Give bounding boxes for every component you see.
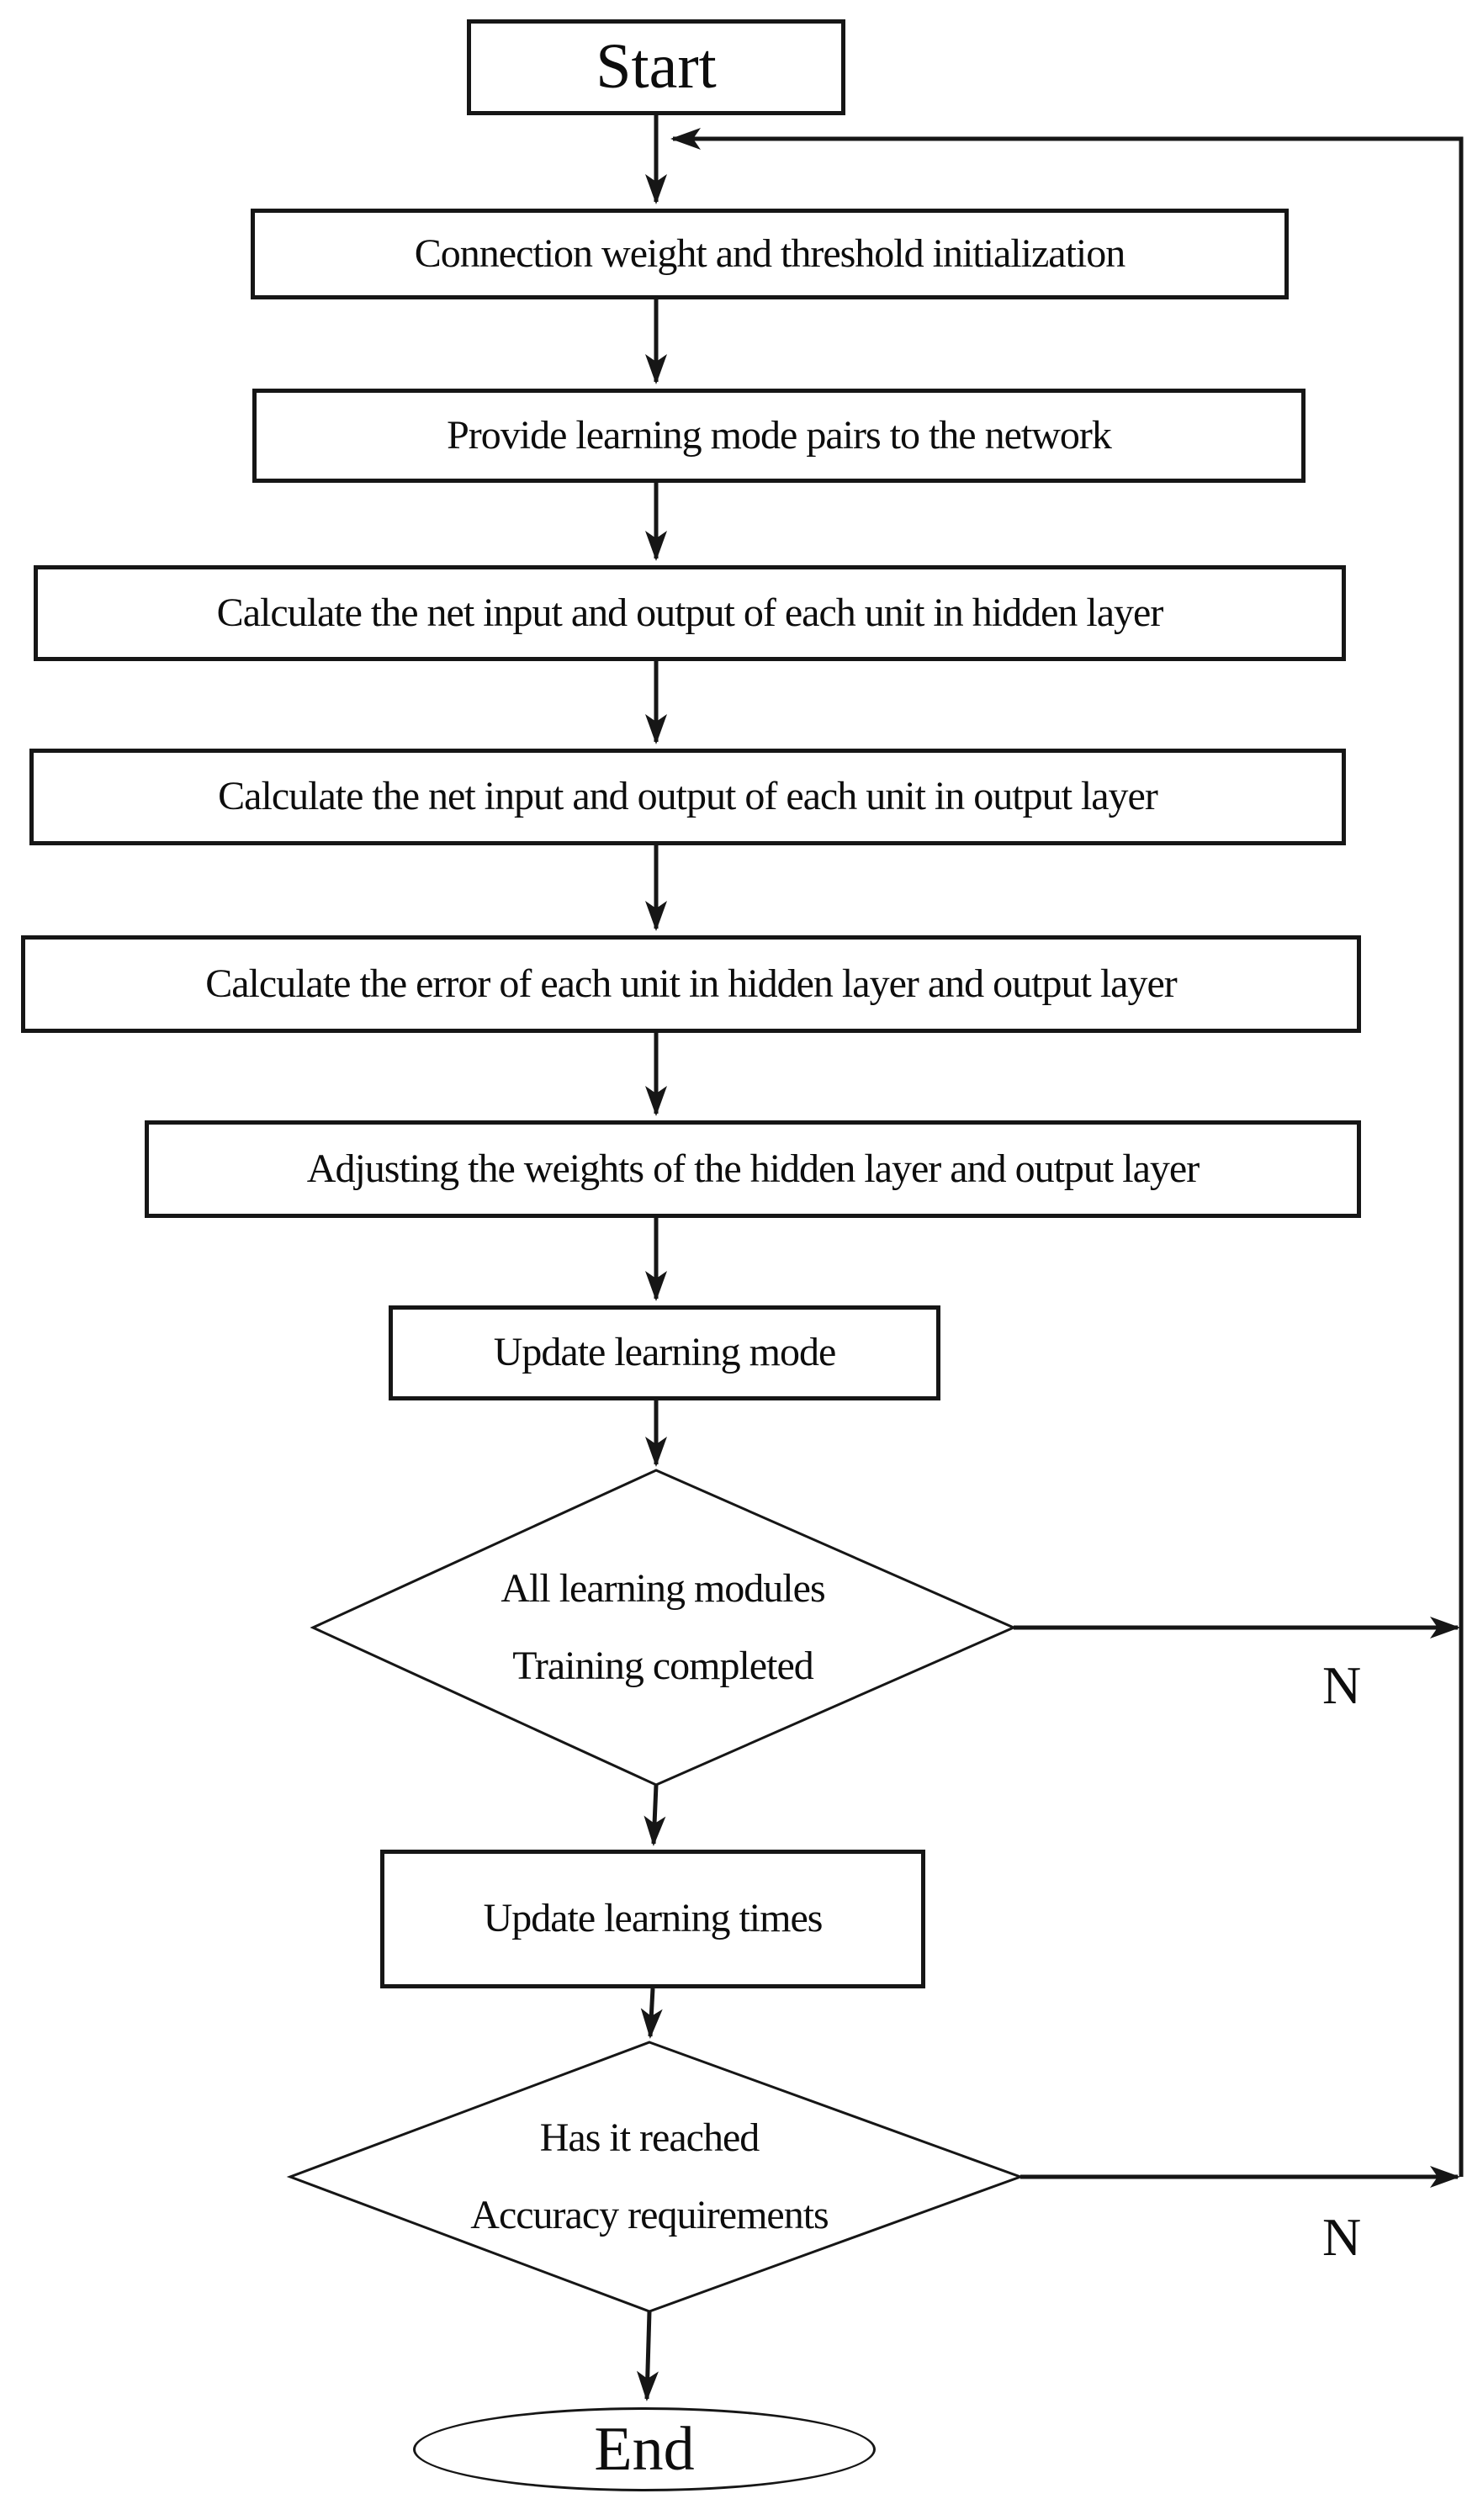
node-provide-pairs: Provide learning mode pairs to the netwo… [252, 389, 1306, 483]
node-calc-hidden-layer-label: Calculate the net input and output of ea… [216, 590, 1164, 635]
branch-label-n2: N [1322, 2207, 1362, 2267]
node-calc-output-layer-label: Calculate the net input and output of ea… [218, 774, 1158, 819]
decision-all-modules-line2: Training completed [512, 1644, 814, 1688]
node-init-weights-label: Connection weight and threshold initiali… [414, 230, 1125, 276]
node-adjust-weights-label: Adjusting the weights of the hidden laye… [306, 1146, 1200, 1191]
connector-decision1-to-update-times [644, 1784, 666, 1846]
node-update-learning-mode-label: Update learning mode [493, 1330, 837, 1375]
node-update-learning-times-label: Update learning times [483, 1896, 824, 1941]
decision-accuracy-reached-label: Has it reached Accuracy requirements [355, 2099, 944, 2254]
decision-all-modules-trained-label: All learning modules Training completed [368, 1550, 957, 1705]
branch-label-n1: N [1322, 1655, 1362, 1715]
connector-decision2-to-end [636, 2311, 659, 2401]
node-end: End [413, 2407, 876, 2491]
node-start: Start [467, 19, 845, 115]
node-calc-output-layer: Calculate the net input and output of ea… [29, 749, 1346, 845]
node-end-label: End [594, 2414, 695, 2484]
node-update-learning-times: Update learning times [380, 1850, 925, 1988]
node-adjust-weights: Adjusting the weights of the hidden laye… [145, 1120, 1361, 1218]
node-start-label: Start [596, 31, 717, 103]
decision-accuracy-line1: Has it reached [539, 2115, 760, 2160]
node-provide-pairs-label: Provide learning mode pairs to the netwo… [447, 412, 1112, 458]
connector-update-times-to-decision2 [640, 1988, 663, 2039]
decision-accuracy-line2: Accuracy requirements [470, 2193, 829, 2237]
node-calc-error: Calculate the error of each unit in hidd… [21, 935, 1361, 1033]
node-calc-error-label: Calculate the error of each unit in hidd… [205, 961, 1178, 1006]
node-calc-hidden-layer: Calculate the net input and output of ea… [34, 565, 1346, 661]
node-init-weights: Connection weight and threshold initiali… [251, 209, 1289, 299]
decision-all-modules-line1: All learning modules [501, 1566, 825, 1611]
node-update-learning-mode: Update learning mode [389, 1305, 940, 1400]
